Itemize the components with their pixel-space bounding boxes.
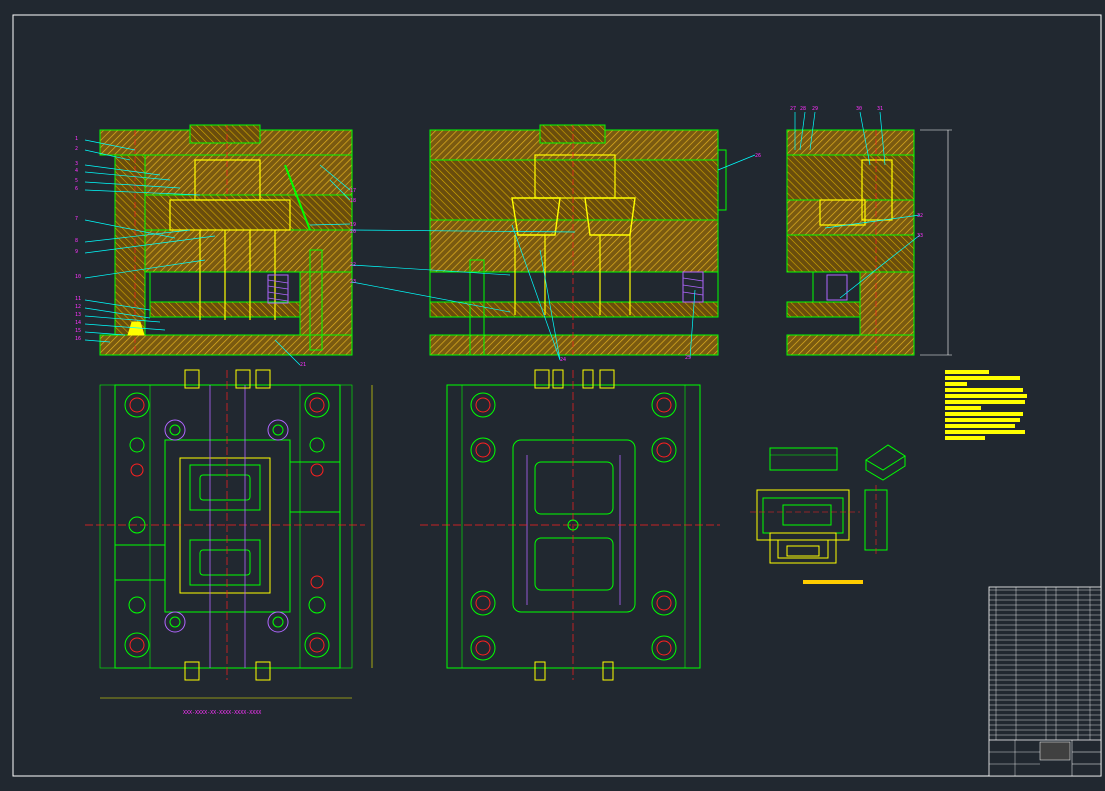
part-label: 15 [75,328,81,334]
technical-notes [945,370,1027,440]
plan-view-caption: XXX-XXXX-XX-XXXX-XXXX-XXXX [183,710,261,716]
part-label: 10 [75,274,81,280]
part-label: 4 [75,168,78,174]
middle-view-part-labels: 26 27 28 29 30 31 [755,106,883,159]
title-block [988,586,1102,777]
part-label: 23 [350,279,356,285]
drawing-border [12,14,1102,777]
part-label: 27 [790,106,796,112]
part-detail-views [750,444,906,584]
middle-plan-view [420,369,720,681]
part-label: 13 [75,312,81,318]
part-label: 1 [75,136,78,142]
part-label: 7 [75,216,78,222]
front-section-view [99,124,353,356]
part-label: 28 [800,106,806,112]
part-label: 19 [350,222,356,228]
part-label: 30 [856,106,862,112]
part-label: 33 [917,233,923,239]
side-section-view [786,129,952,356]
part-label: 12 [75,304,81,310]
part-label: 2 [75,146,78,152]
part-label: 16 [75,336,81,342]
leader-lines [84,111,921,366]
part-label: 29 [812,106,818,112]
part-label: 21 [300,362,306,368]
part-label: 8 [75,238,78,244]
part-label: 32 [917,213,923,219]
part-label: 25 [685,355,691,361]
side-view-part-labels: 32 33 [917,213,923,239]
part-label: 24 [560,357,566,363]
part-label: 6 [75,186,78,192]
part-label: 11 [75,296,81,302]
part-label: 20 [350,229,356,235]
part-label: 14 [75,320,81,326]
part-label: 5 [75,178,78,184]
front-view-part-labels: 1 2 3 4 5 6 7 8 9 10 11 12 13 14 15 16 1… [75,136,691,368]
part-label: 31 [877,106,883,112]
front-plan-view [85,369,373,699]
part-label: 9 [75,249,78,255]
part-label: 3 [75,161,78,167]
part-label: 17 [350,188,356,194]
part-label: 26 [755,153,761,159]
part-label: 22 [350,262,356,268]
middle-section-view [429,124,727,356]
part-label: 18 [350,198,356,204]
